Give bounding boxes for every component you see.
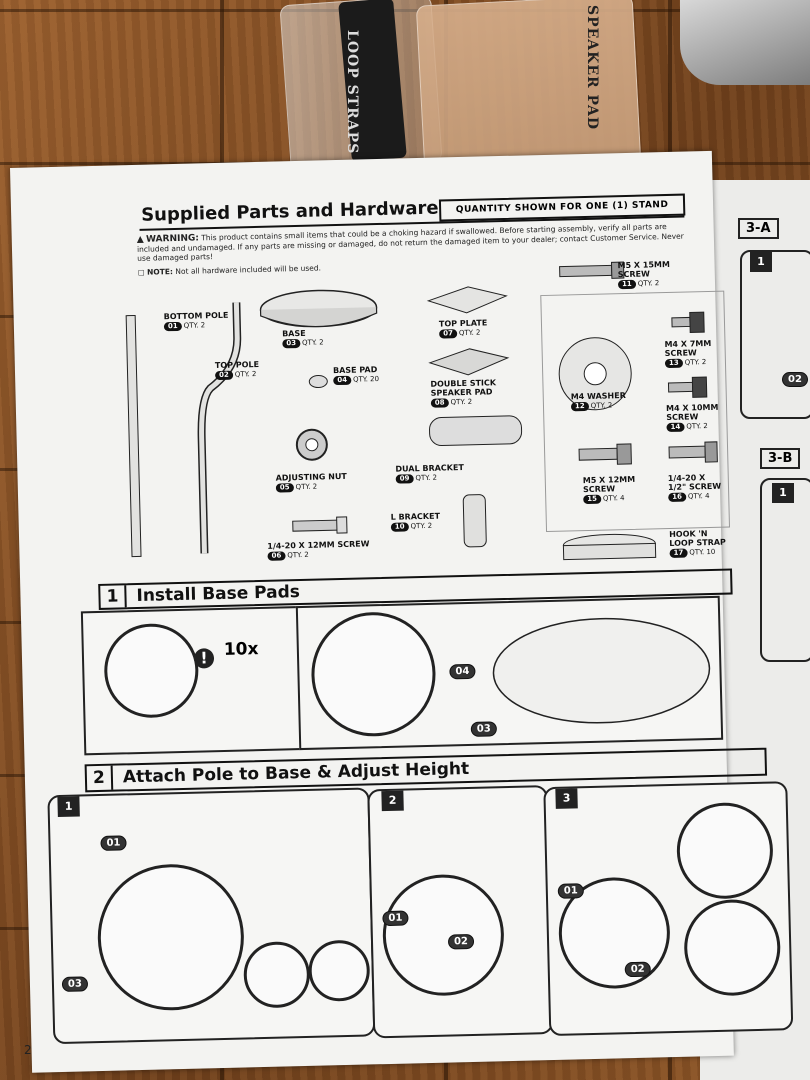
m4x7-screw-drawing	[671, 311, 705, 333]
step-3-callout-01: 01	[557, 883, 584, 899]
section-1-title: Install Base Pads	[136, 582, 301, 607]
page-number: 2	[24, 1043, 32, 1057]
step-1-callout-03: 03	[61, 976, 89, 992]
side-callout: 02	[782, 372, 808, 387]
step-3-number: 3	[555, 788, 578, 809]
section-2-step-2-panel: 2 01 02	[367, 785, 554, 1039]
part-label-01: BOTTOM POLE01qty. 2	[163, 310, 229, 332]
side-panel-a	[740, 250, 810, 419]
callout-03: 03	[470, 721, 497, 737]
m5x12-screw-drawing	[578, 443, 632, 465]
section-2-number: 2	[86, 765, 114, 791]
screw-06-drawing	[292, 516, 348, 534]
side-label-3b: 3-B	[760, 448, 801, 469]
manual-page: Supplied Parts and Hardware QUANTITY SHO…	[10, 150, 794, 1073]
part-label-17: HOOK 'N LOOP STRAP17qty. 10	[669, 529, 726, 558]
section-2-step-1-panel: 1 01 03	[47, 787, 376, 1045]
correct-detail-circle	[675, 801, 775, 900]
section-1-panel-a: ! 10x	[80, 606, 304, 756]
part-label-09: DUAL BRACKET09qty. 2	[395, 463, 464, 484]
step-2-callout-01: 01	[382, 910, 409, 927]
part-label-14: M4 X 10MM SCREW14qty. 2	[665, 402, 719, 433]
alert-icon: !	[193, 648, 215, 669]
step-1-number: 1	[57, 796, 80, 818]
base-underside-drawing	[492, 617, 711, 724]
part-label-06: 1/4-20 X 12MM SCREW06qty. 2	[267, 539, 370, 561]
m4-washer-drawing	[558, 337, 632, 411]
side-label-3a: 3-A	[738, 218, 779, 239]
speaker-pad-bag	[415, 0, 642, 173]
pad-count: 10x	[223, 639, 259, 660]
top-pole-drawing	[197, 302, 242, 554]
side-step-b: 1	[772, 483, 794, 503]
hardware-bag	[680, 0, 810, 85]
note-text: Not all hardware included will be used.	[175, 263, 322, 276]
nut-detail-circle	[242, 940, 311, 1009]
part-label-03: BASE03qty. 2	[282, 328, 324, 349]
step-1-closeup	[96, 862, 246, 1013]
cleaning-hand-icon	[103, 622, 200, 719]
step-1-callout-01: 01	[100, 835, 127, 851]
part-label-02: TOP POLE02qty. 2	[214, 359, 260, 381]
part-label-10: L BRACKET10qty. 2	[390, 511, 441, 532]
no-detail-circle	[307, 939, 371, 1002]
speaker-pad-label: SPEAKER PAD	[584, 5, 600, 131]
step-2-closeup	[381, 873, 506, 998]
part-label-15: M5 X 12MM SCREW15qty. 4	[582, 474, 636, 505]
step-2-callout-02: 02	[447, 933, 475, 950]
page-title: Supplied Parts and Hardware	[140, 197, 439, 226]
top-plate-drawing	[426, 286, 508, 314]
part-label-12: M4 WASHER12qty. 2	[570, 391, 626, 412]
note-line: ▢ NOTE: Not all hardware included will b…	[137, 263, 321, 276]
side-panel-b	[760, 478, 810, 662]
warning-icon: ▲	[136, 234, 144, 245]
loop-straps-label: LOOP STRAPS	[344, 30, 360, 155]
side-step-a: 1	[750, 252, 772, 272]
section-1-panel-b: 04 03	[295, 595, 724, 751]
part-label-11: M5 X 15MM SCREW11qty. 2	[617, 259, 670, 290]
l-bracket-drawing	[462, 494, 487, 548]
speaker-pad-drawing	[428, 348, 510, 376]
wrong-detail-circle	[683, 898, 782, 997]
adjusting-nut-drawing	[295, 428, 328, 461]
base-drawing	[259, 289, 378, 328]
part-label-07: TOP PLATE07qty. 2	[438, 318, 488, 339]
hook-loop-strap-drawing	[562, 533, 657, 561]
section-2-title: Attach Pole to Base & Adjust Height	[122, 758, 470, 788]
note-label: NOTE:	[146, 267, 174, 277]
step-3-callout-02: 02	[624, 961, 651, 978]
dual-bracket-drawing	[429, 415, 523, 447]
quarter-inch-screw-drawing	[668, 441, 718, 463]
bottom-pole-drawing	[125, 314, 142, 558]
step-2-number: 2	[381, 790, 404, 812]
base-pad-drawing	[308, 375, 328, 389]
note-icon: ▢	[137, 267, 145, 277]
part-label-08: DOUBLE STICK SPEAKER PAD08qty. 2	[430, 378, 497, 408]
m5x15-screw-drawing	[559, 261, 625, 279]
section-1-number: 1	[100, 585, 127, 608]
part-label-05: ADJUSTING NUT05qty. 2	[275, 471, 347, 493]
part-label-16: 1/4-20 X 1/2" SCREW16qty. 4	[667, 473, 722, 503]
callout-04: 04	[449, 663, 476, 680]
pad-closeup	[309, 610, 437, 738]
part-label-04: BASE PAD04qty. 20	[332, 365, 380, 386]
part-label-13: M4 X 7MM SCREW13qty. 2	[664, 338, 712, 369]
section-2-step-3-panel: 3 01 02	[543, 781, 794, 1037]
m4x10-screw-drawing	[667, 376, 708, 398]
